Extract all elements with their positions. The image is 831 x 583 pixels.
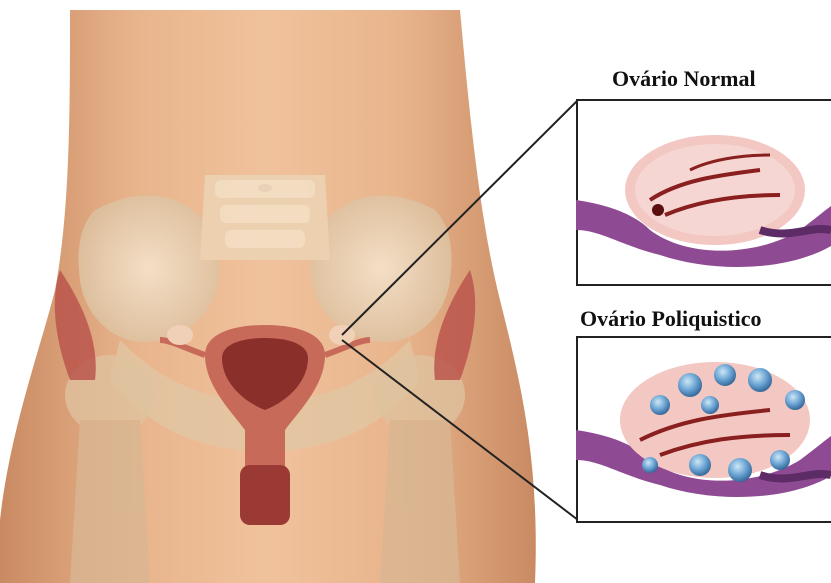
ovary-left: [167, 325, 193, 345]
cyst: [770, 450, 790, 470]
cyst: [642, 457, 658, 473]
cyst: [728, 458, 752, 482]
cyst: [701, 396, 719, 414]
polycystic-ovary-panel: [576, 337, 831, 522]
vagina: [240, 465, 290, 525]
cyst: [714, 364, 736, 386]
cyst: [689, 454, 711, 476]
cyst: [678, 373, 702, 397]
vertebra: [215, 180, 315, 198]
polycystic-ovary-label: Ovário Poliquistico: [580, 306, 762, 332]
normal-ovary-label: Ovário Normal: [612, 66, 756, 92]
vertebra: [225, 230, 305, 248]
normal-ovary-panel: [576, 100, 831, 285]
cyst: [748, 368, 772, 392]
vertebra: [220, 205, 310, 223]
cyst: [650, 395, 670, 415]
cyst: [785, 390, 805, 410]
